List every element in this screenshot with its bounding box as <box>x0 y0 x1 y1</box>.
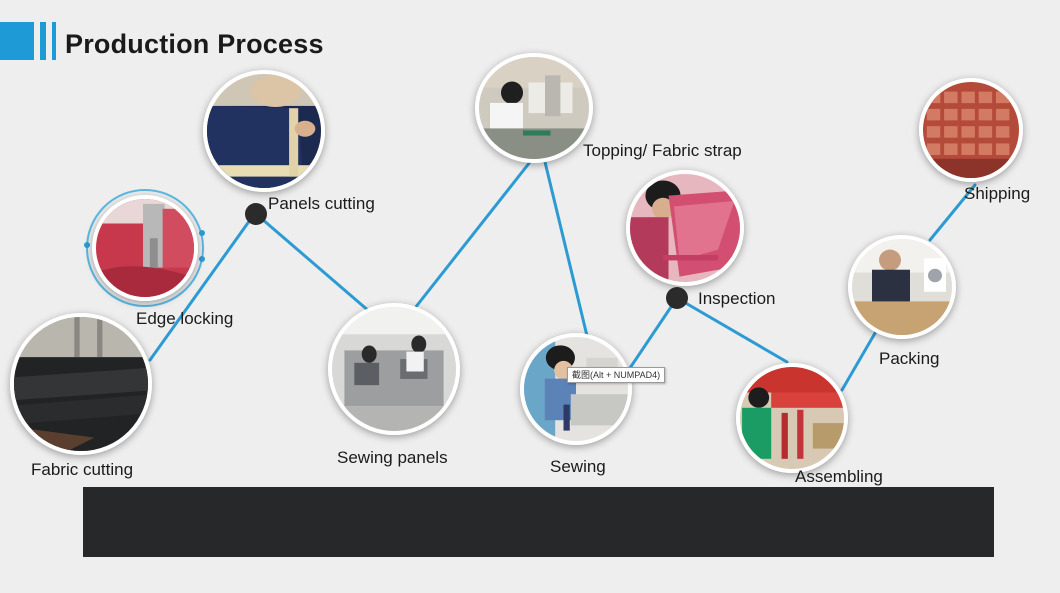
label-packing: Packing <box>879 349 940 368</box>
edge-locking-ring <box>86 189 204 307</box>
connector-topping-to-sewing <box>543 160 590 342</box>
node-inspection <box>666 287 688 309</box>
label-fabric-cutting: Fabric cutting <box>31 460 134 479</box>
label-shipping: Shipping <box>964 184 1031 203</box>
connector-assembling-to-packing <box>840 326 880 392</box>
label-assembling: Assembling <box>795 467 883 486</box>
connector-panels-to-sewing-panels <box>253 211 372 314</box>
node-panels-cutting <box>245 203 267 225</box>
label-inspection: Inspection <box>698 289 776 308</box>
page-title: Production Process <box>65 29 324 59</box>
photo-inspection <box>626 170 744 286</box>
ring-dot-right <box>199 230 205 236</box>
label-panels-cutting: Panels cutting <box>268 194 375 213</box>
footer-band <box>83 487 994 557</box>
connector-packing-to-shipping <box>928 183 977 242</box>
ring-dot-left <box>84 242 90 248</box>
photo-packing <box>848 235 956 339</box>
screenshot-tooltip: 截图(Alt + NUMPAD4) <box>567 367 666 383</box>
photo-sewing-panels <box>328 303 460 435</box>
photo-assembling <box>736 363 848 473</box>
label-sewing-panels: Sewing panels <box>337 448 448 467</box>
title-accent-bar-thin <box>52 22 56 60</box>
photo-fabric-cutting <box>10 313 152 455</box>
photo-sewing <box>520 333 632 445</box>
label-topping-fabric-strap: Topping/ Fabric strap <box>583 141 742 160</box>
connector-sewing-panels-to-topping <box>413 160 532 310</box>
photo-edge-locking <box>92 195 198 301</box>
title-accent-bar <box>40 22 46 60</box>
title-accent-block <box>0 22 34 60</box>
connector-fabric-to-panels <box>148 211 257 362</box>
label-sewing: Sewing <box>550 457 606 476</box>
connector-inspection-to-assembling <box>675 296 789 364</box>
photo-shipping <box>919 78 1023 182</box>
photo-topping-fabric-strap <box>475 53 593 163</box>
ring-dot-right-lower <box>199 256 205 262</box>
label-edge-locking: Edge locking <box>136 309 234 328</box>
connector-sewing-to-inspection <box>628 296 679 370</box>
photo-panels-cutting <box>203 70 325 192</box>
